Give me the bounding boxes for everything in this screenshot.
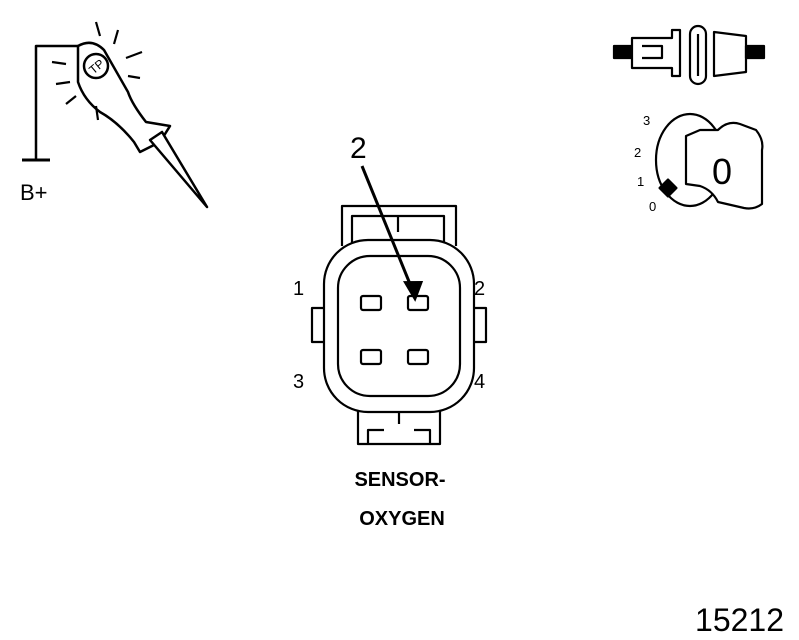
connector-name-line1: SENSOR-	[354, 469, 445, 491]
key-position-label: 0	[712, 151, 732, 192]
disconnect-plug-left	[630, 28, 682, 78]
probe-badge	[82, 52, 110, 80]
pin-label-1: 1	[293, 278, 304, 300]
b-plus-label: B+	[20, 180, 48, 205]
figure-number: 15212	[695, 602, 784, 638]
test-probe-icon	[22, 21, 209, 209]
connector-name-line2: OXYGEN	[359, 508, 445, 530]
key-position-marker	[658, 178, 678, 198]
pin-cavity-1	[359, 294, 383, 312]
pin-cavity-4	[406, 348, 430, 366]
ignition-position-3: 3	[643, 113, 650, 128]
ignition-position-0: 0	[649, 199, 656, 214]
disconnect-plug-detail	[642, 44, 664, 60]
pin-callout-number: 2	[350, 132, 367, 165]
pin-callout-arrow	[360, 165, 424, 302]
disconnect-plug-right	[712, 30, 748, 78]
ignition-position-1: 1	[637, 174, 644, 189]
pin-label-4: 4	[474, 371, 485, 393]
disconnect-wire-left	[612, 44, 634, 60]
sensor-connector	[310, 204, 488, 446]
connector-body	[322, 238, 476, 414]
light-rays	[51, 21, 143, 121]
probe-tip	[148, 130, 209, 209]
connector-tab-bottom	[356, 408, 442, 446]
pin-cavity-2	[406, 294, 430, 312]
pin-cavity-3	[359, 348, 383, 366]
disconnect-wire-right	[744, 44, 766, 60]
disconnect-icon	[612, 24, 766, 86]
ignition-switch-icon	[654, 112, 764, 210]
pin-label-3: 3	[293, 371, 304, 393]
pin-label-2: 2	[474, 278, 485, 300]
probe-wire	[34, 44, 85, 160]
ignition-key	[684, 121, 764, 210]
ignition-position-2: 2	[634, 145, 641, 160]
